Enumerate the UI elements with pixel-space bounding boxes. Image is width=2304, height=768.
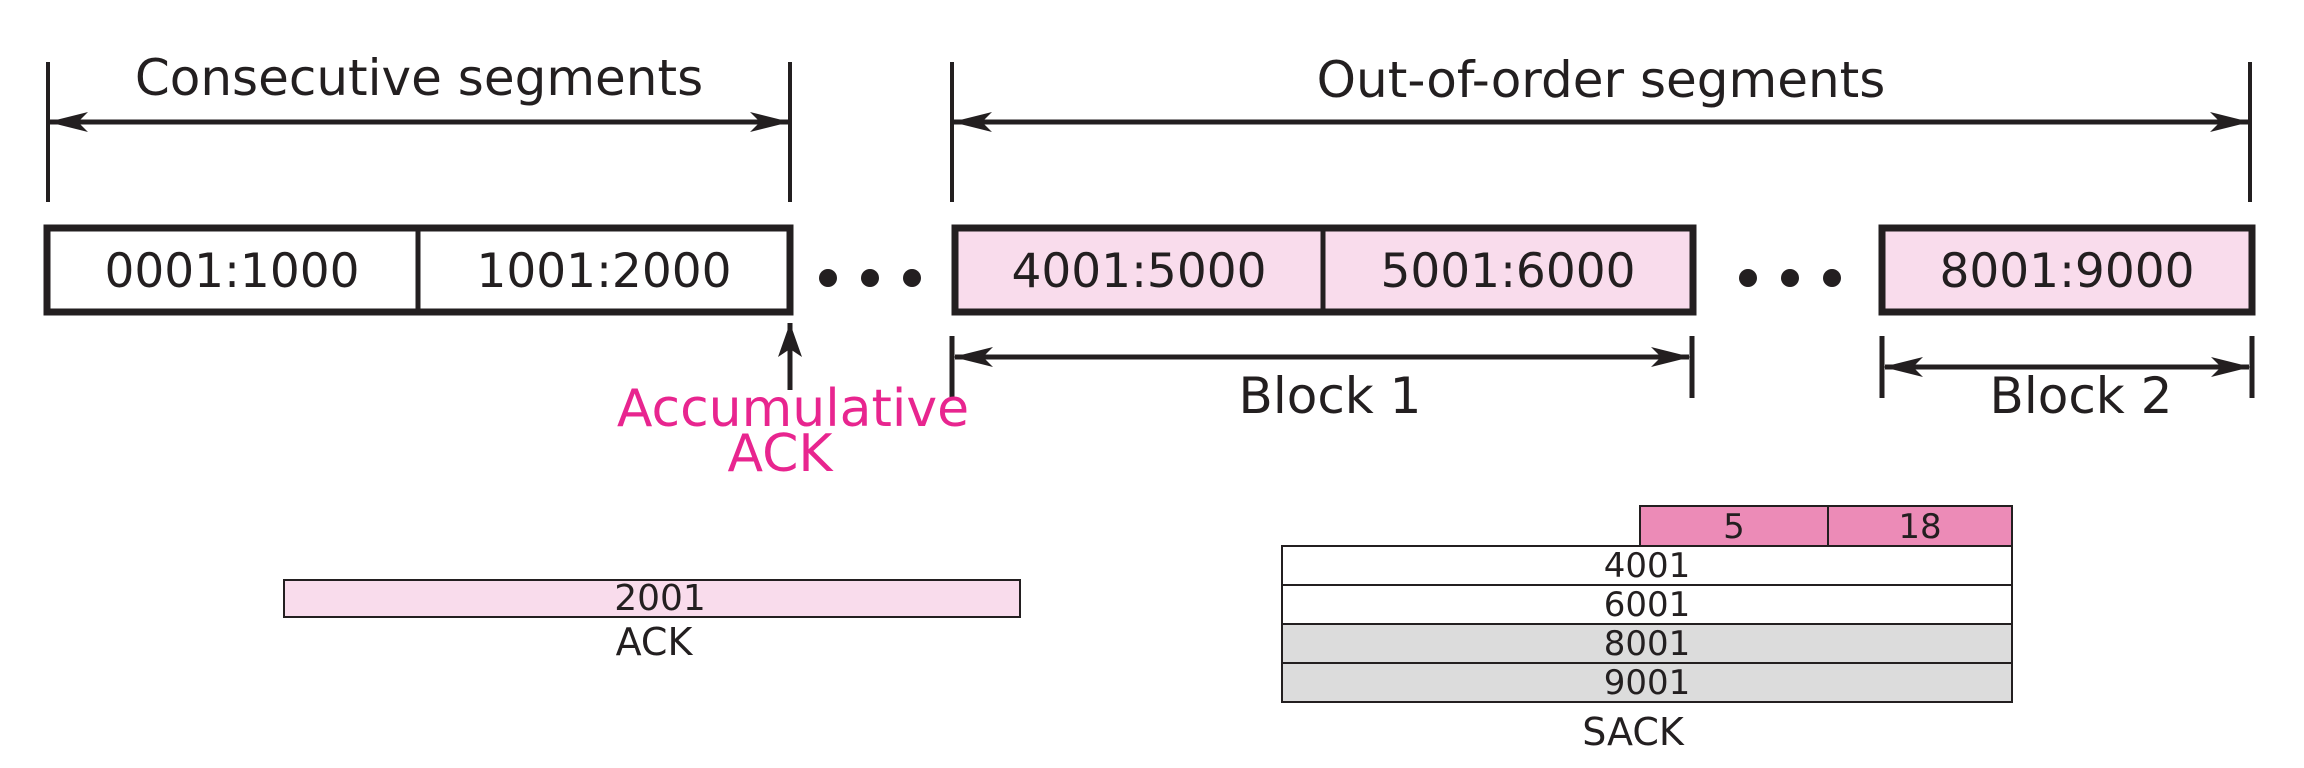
sack-header-value-kind: 5 (1723, 507, 1745, 547)
sack-row-value: 6001 (1604, 585, 1691, 625)
segment-4001-5000: 4001:5000 (1011, 244, 1266, 299)
ack-number: 2001 (614, 578, 706, 619)
ack-caption: ACK (616, 620, 694, 664)
block2-segments: 8001:9000 (1878, 224, 2256, 316)
out-of-order-segments-label: Out-of-order segments (1317, 51, 1886, 109)
block1-segments: 4001:5000 5001:6000 (951, 224, 1697, 316)
ack-packet: 2001 ACK (283, 578, 1021, 664)
dot (1823, 269, 1841, 287)
sack-header (1639, 505, 2013, 547)
accumulative-label: Accumulative (617, 379, 969, 439)
sack-header-value-length: 18 (1898, 507, 1941, 547)
sack-packet: 5 18 4001 6001 8001 9001 SACK (1281, 505, 2013, 754)
segment-8001-9000: 8001:9000 (1939, 244, 2194, 299)
block1-span: Block 1 (949, 336, 1695, 425)
sack-row (1281, 662, 2013, 703)
segment-box (1878, 224, 2256, 316)
block2-span: Block 2 (1879, 336, 2255, 425)
sack-row-value: 4001 (1604, 546, 1691, 586)
accumulative-ack: Accumulative ACK (617, 323, 969, 484)
ack-label: ACK (727, 424, 834, 484)
consecutive-span: Consecutive segments (46, 49, 792, 202)
sack-row (1281, 545, 2013, 586)
sack-caption: SACK (1582, 710, 1685, 754)
dot (1781, 269, 1799, 287)
dot (819, 269, 837, 287)
block2-label: Block 2 (1990, 367, 2173, 425)
block1-label: Block 1 (1239, 367, 1422, 425)
consecutive-segments: 0001:1000 1001:2000 (43, 224, 794, 316)
ack-field (283, 579, 1021, 618)
segment-0001-1000: 0001:1000 (104, 244, 359, 299)
dot (903, 269, 921, 287)
segment-1001-2000: 1001:2000 (476, 244, 731, 299)
sack-row (1281, 623, 2013, 664)
dot (861, 269, 879, 287)
ellipsis-1 (819, 269, 921, 287)
dot (1739, 269, 1757, 287)
segment-5001-6000: 5001:6000 (1380, 244, 1635, 299)
consecutive-segments-label: Consecutive segments (135, 49, 703, 107)
ellipsis-2 (1739, 269, 1841, 287)
sack-row-value: 9001 (1604, 663, 1691, 703)
out-of-order-span: Out-of-order segments (950, 51, 2252, 202)
sack-row-value: 8001 (1604, 624, 1691, 664)
